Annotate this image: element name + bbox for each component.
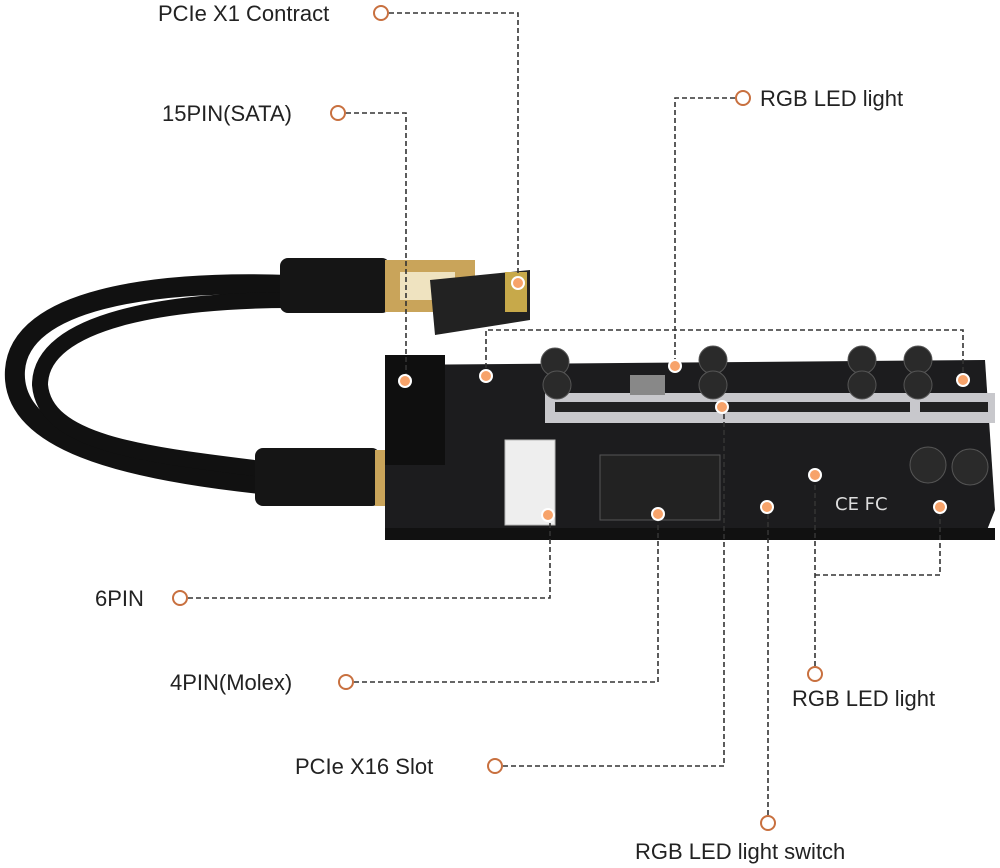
label-6pin: 6PIN [95, 586, 144, 611]
callout-markers [172, 5, 823, 831]
label-15pin-sata: 15PIN(SATA) [162, 101, 292, 126]
label-4pin-molex: 4PIN(Molex) [170, 670, 292, 695]
label-pcie-x1-contract: PCIe X1 Contract [158, 1, 329, 26]
sata-connector [385, 355, 445, 465]
usb-cable [4, 274, 300, 495]
label-pcie-x16-slot: PCIe X16 Slot [295, 754, 433, 779]
capacitors [540, 345, 989, 486]
label-rgb-led-light-switch: RGB LED light switch [635, 839, 845, 864]
label-rgb-led-light-bottom: RGB LED light [792, 686, 935, 711]
anchor-dots [398, 276, 970, 522]
riser-board: CE FC [385, 345, 995, 540]
leader-lines [188, 12, 964, 815]
svg-text:CE FC: CE FC [835, 494, 888, 515]
label-rgb-led-light-top: RGB LED light [760, 86, 903, 111]
